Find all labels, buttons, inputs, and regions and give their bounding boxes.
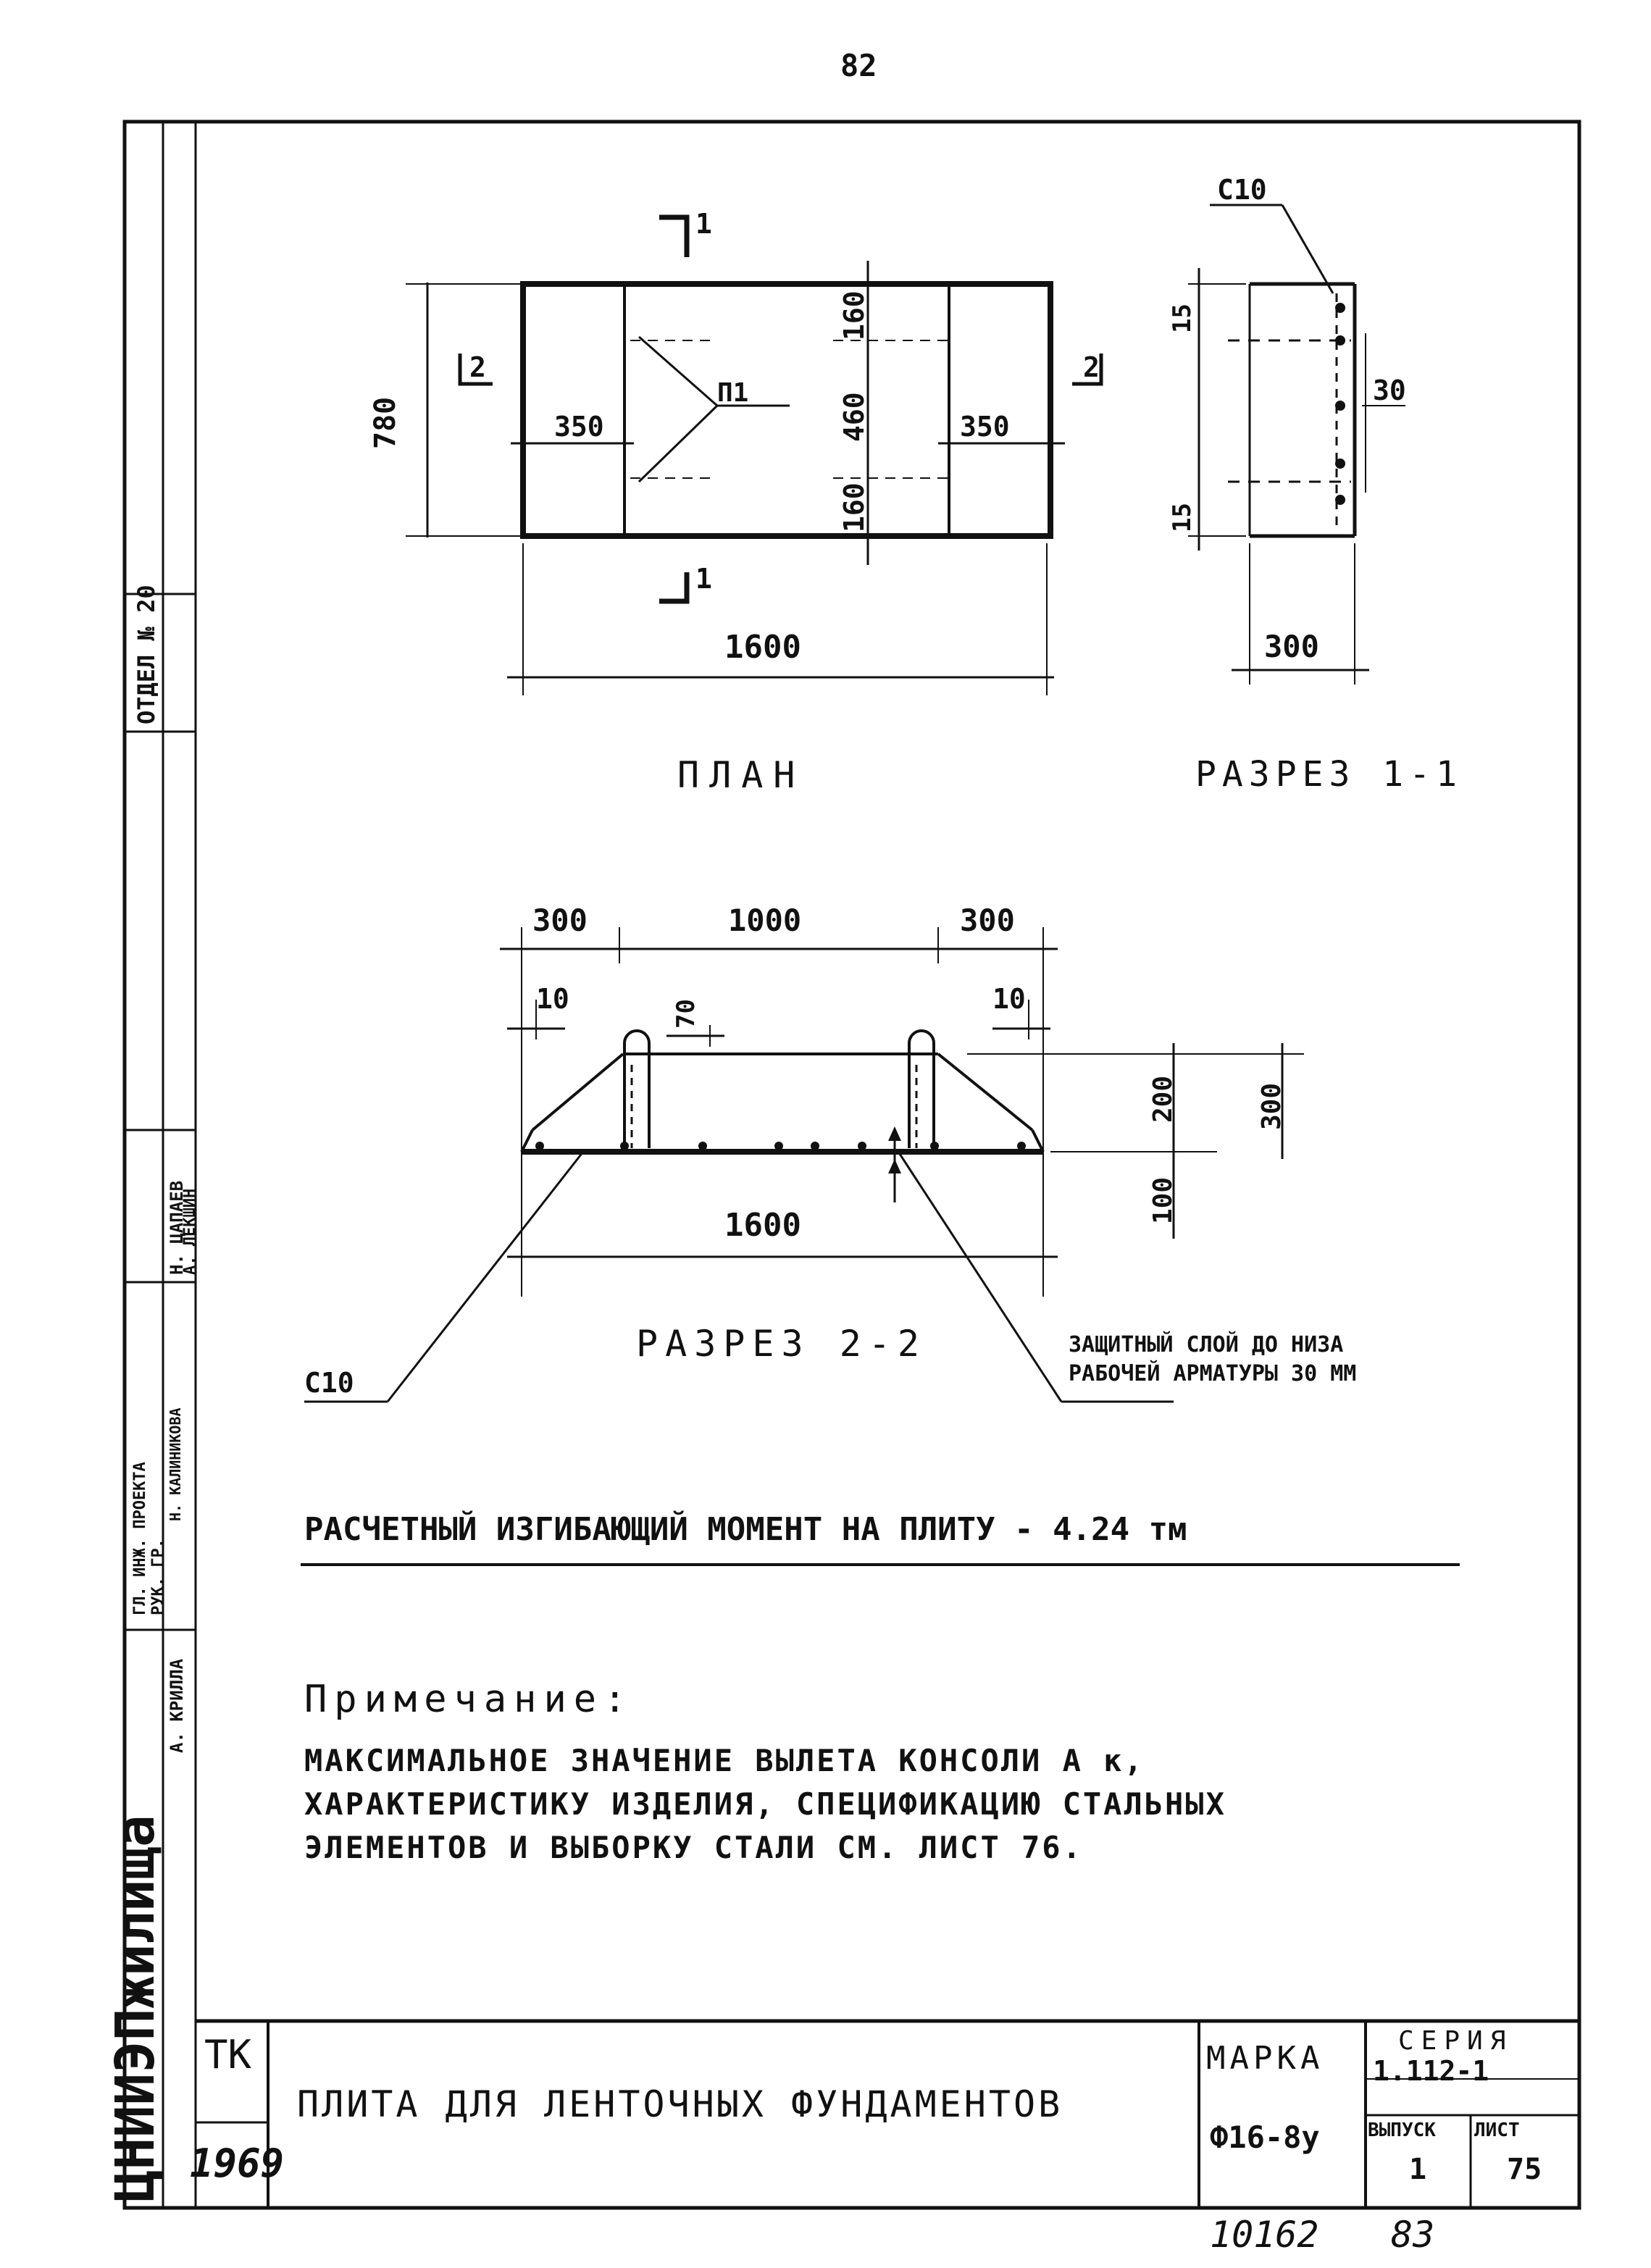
section-2-dim-edge-left: 10 xyxy=(536,983,569,1015)
section-1-dim-bottom: 15 xyxy=(1168,503,1197,532)
plan-dim-middle: 460 xyxy=(838,392,870,442)
plan-outline xyxy=(520,281,1053,539)
section-2-note-line2: РАБОЧЕЙ АРМАТУРЫ 30 ММ xyxy=(1069,1361,1357,1386)
note-heading: Примечание: xyxy=(304,1678,634,1721)
plan-cut-mark-right: 2 xyxy=(1083,351,1100,383)
section-2-dim-left: 300 xyxy=(532,903,588,938)
side-stamp-name-3: Н. КАЛИНИКОВА xyxy=(167,1407,184,1521)
section-2-dim-total-height: 300 xyxy=(1257,1082,1287,1130)
bending-moment-text: РАСЧЕТНЫЙ ИЗГИБАЮЩИЙ МОМЕНТ НА ПЛИТУ - 4… xyxy=(304,1511,1187,1548)
section-1-dim-width: 300 xyxy=(1264,629,1319,664)
side-stamp-row3: А. КРИЛЛА xyxy=(167,1658,187,1753)
title-block-sheet-label: ЛИСТ xyxy=(1474,2120,1520,2141)
side-stamp-row2: РУК. ГР. xyxy=(149,1539,167,1615)
plan-cut-mark-bottom: 1 xyxy=(695,563,712,595)
title-block-mark-value: Ф16-8у xyxy=(1210,2120,1320,2155)
plan-dim-height: 780 xyxy=(369,396,402,449)
title-block-year: 1969 xyxy=(190,2141,285,2186)
section-2-dim-base: 100 xyxy=(1148,1176,1178,1224)
page-number: 82 xyxy=(840,48,877,83)
plan-dim-top: 160 xyxy=(838,290,870,340)
section-1-dim-middle: 30 xyxy=(1373,374,1406,406)
bottom-number-left: 10162 xyxy=(1210,2214,1319,2256)
side-stamp-name-2: А. ЛЕКШИН xyxy=(181,1188,199,1275)
title-block-mark-label: МАРКА xyxy=(1206,2040,1324,2077)
section-2-dim-loop: 70 xyxy=(672,999,701,1029)
plan-dim-left: 350 xyxy=(554,411,604,443)
section-2-title: РАЗРЕЗ 2-2 xyxy=(636,1323,927,1365)
side-stamp-dept: ОТДЕЛ № 20 xyxy=(133,585,160,724)
section-2-dim-center: 1000 xyxy=(728,903,802,938)
bottom-number-right: 83 xyxy=(1391,2214,1435,2256)
section-2-dim-slope: 200 xyxy=(1148,1075,1178,1123)
section-2-dim-edge-right: 10 xyxy=(992,983,1026,1015)
plan-title: ПЛАН xyxy=(677,754,806,796)
section-2-rebar-label: С10 xyxy=(304,1367,354,1399)
title-block-title: ПЛИТА ДЛЯ ЛЕНТОЧНЫХ ФУНДАМЕНТОВ xyxy=(297,2083,1063,2125)
plan-dim-bottom: 160 xyxy=(838,482,870,532)
section-2-note-line1: ЗАЩИТНЫЙ СЛОЙ ДО НИЗА xyxy=(1069,1332,1344,1357)
section-1-title: РАЗРЕЗ 1-1 xyxy=(1195,754,1463,795)
plan-cut-mark-top: 1 xyxy=(695,208,712,240)
note-line-1: МАКСИМАЛЬНОЕ ЗНАЧЕНИЕ ВЫЛЕТА КОНСОЛИ А к… xyxy=(304,1743,1145,1778)
section-2-dim-length: 1600 xyxy=(724,1207,801,1244)
title-block-issue-label: ВЫПУСК xyxy=(1368,2120,1436,2141)
title-block-series-value: 1.112-1 xyxy=(1373,2055,1489,2087)
note-line-3: ЭЛЕМЕНТОВ И ВЫБОРКУ СТАЛИ СМ. ЛИСТ 76. xyxy=(304,1830,1083,1865)
side-stamp-row1: ГЛ. ИНЖ. ПРОЕКТА xyxy=(131,1462,149,1615)
section-1-dim-top: 15 xyxy=(1168,304,1197,333)
title-block-series-label: СЕРИЯ xyxy=(1398,2026,1513,2056)
plan-loop-label: П1 xyxy=(717,378,749,408)
title-block-issue-value: 1 xyxy=(1409,2153,1427,2186)
sheet-frame xyxy=(122,120,1581,2210)
plan-dim-length: 1600 xyxy=(724,629,801,666)
plan-dim-right: 350 xyxy=(960,411,1010,443)
note-line-2: ХАРАКТЕРИСТИКУ ИЗДЕЛИЯ, СПЕЦИФИКАЦИЮ СТА… xyxy=(304,1786,1226,1822)
title-block-tk: ТК xyxy=(204,2032,252,2077)
side-stamp-institute: ЦНИИЭПжилища xyxy=(104,1815,167,2202)
plan-cut-mark-left: 2 xyxy=(469,351,486,383)
section-2-dim-right: 300 xyxy=(960,903,1015,938)
section-1-rebar-label: С10 xyxy=(1217,174,1267,206)
title-block-sheet-value: 75 xyxy=(1507,2153,1542,2186)
